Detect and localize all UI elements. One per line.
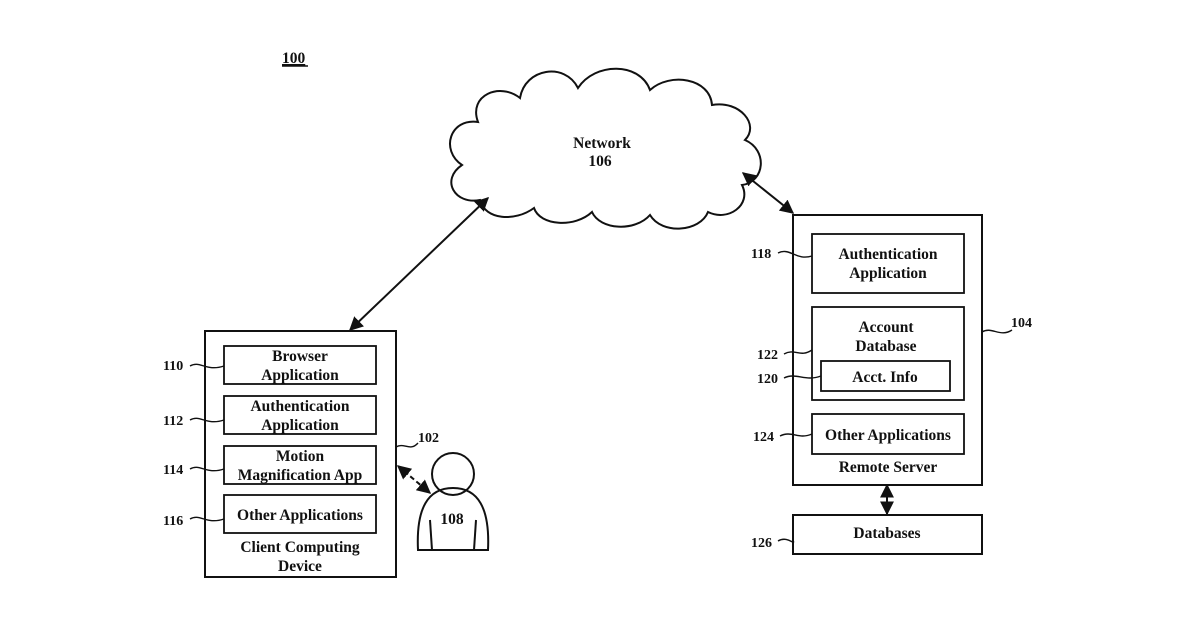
motion-magnification-line2: Magnification App (238, 467, 362, 484)
motion-magnification-line1: Motion (276, 448, 325, 465)
client-authentication-line1: Authentication (250, 398, 349, 415)
server-caption: Remote Server (839, 459, 938, 476)
client-caption-line1: Client Computing (240, 539, 360, 556)
ref-118: 118 (751, 247, 771, 262)
figure-number: 100 (282, 50, 306, 67)
ref-120: 120 (757, 372, 778, 387)
ref-104: 104 (1011, 316, 1032, 331)
ref-112: 112 (163, 414, 183, 429)
account-database-line1: Account (858, 319, 914, 336)
user-client-link (398, 466, 430, 493)
ref-102: 102 (418, 431, 439, 446)
network-label: Network (573, 135, 631, 152)
ref-114: 114 (163, 463, 183, 478)
network-ref: 106 (588, 153, 612, 170)
databases-label: Databases (853, 525, 920, 542)
user-figure: 108 (418, 453, 488, 550)
ref-126: 126 (751, 536, 772, 551)
browser-application-line1: Browser (272, 348, 328, 365)
acct-info-label: Acct. Info (852, 369, 918, 386)
leader-104 (982, 330, 1012, 333)
client-other-applications-label: Other Applications (237, 507, 363, 524)
leader-126 (778, 539, 794, 542)
client-caption-line2: Device (278, 558, 322, 575)
ref-124: 124 (753, 430, 774, 445)
account-database-line2: Database (855, 338, 916, 355)
network-server-link (743, 173, 793, 213)
remote-server: Authentication Application Account Datab… (793, 215, 982, 485)
server-authentication-application-box (812, 234, 964, 293)
databases: Databases (793, 515, 982, 554)
browser-application-line2: Application (261, 367, 339, 384)
leader-102 (396, 443, 418, 447)
client-authentication-line2: Application (261, 417, 339, 434)
ref-110: 110 (163, 359, 183, 374)
network-cloud: Network 106 (450, 69, 761, 229)
ref-116: 116 (163, 514, 183, 529)
ref-122: 122 (757, 348, 778, 363)
client-computing-device: Browser Application Authentication Appli… (205, 331, 396, 577)
server-authentication-line2: Application (849, 265, 927, 282)
client-network-link (350, 198, 488, 330)
server-other-applications-label: Other Applications (825, 427, 951, 444)
server-authentication-line1: Authentication (838, 246, 937, 263)
user-ref: 108 (440, 511, 464, 528)
